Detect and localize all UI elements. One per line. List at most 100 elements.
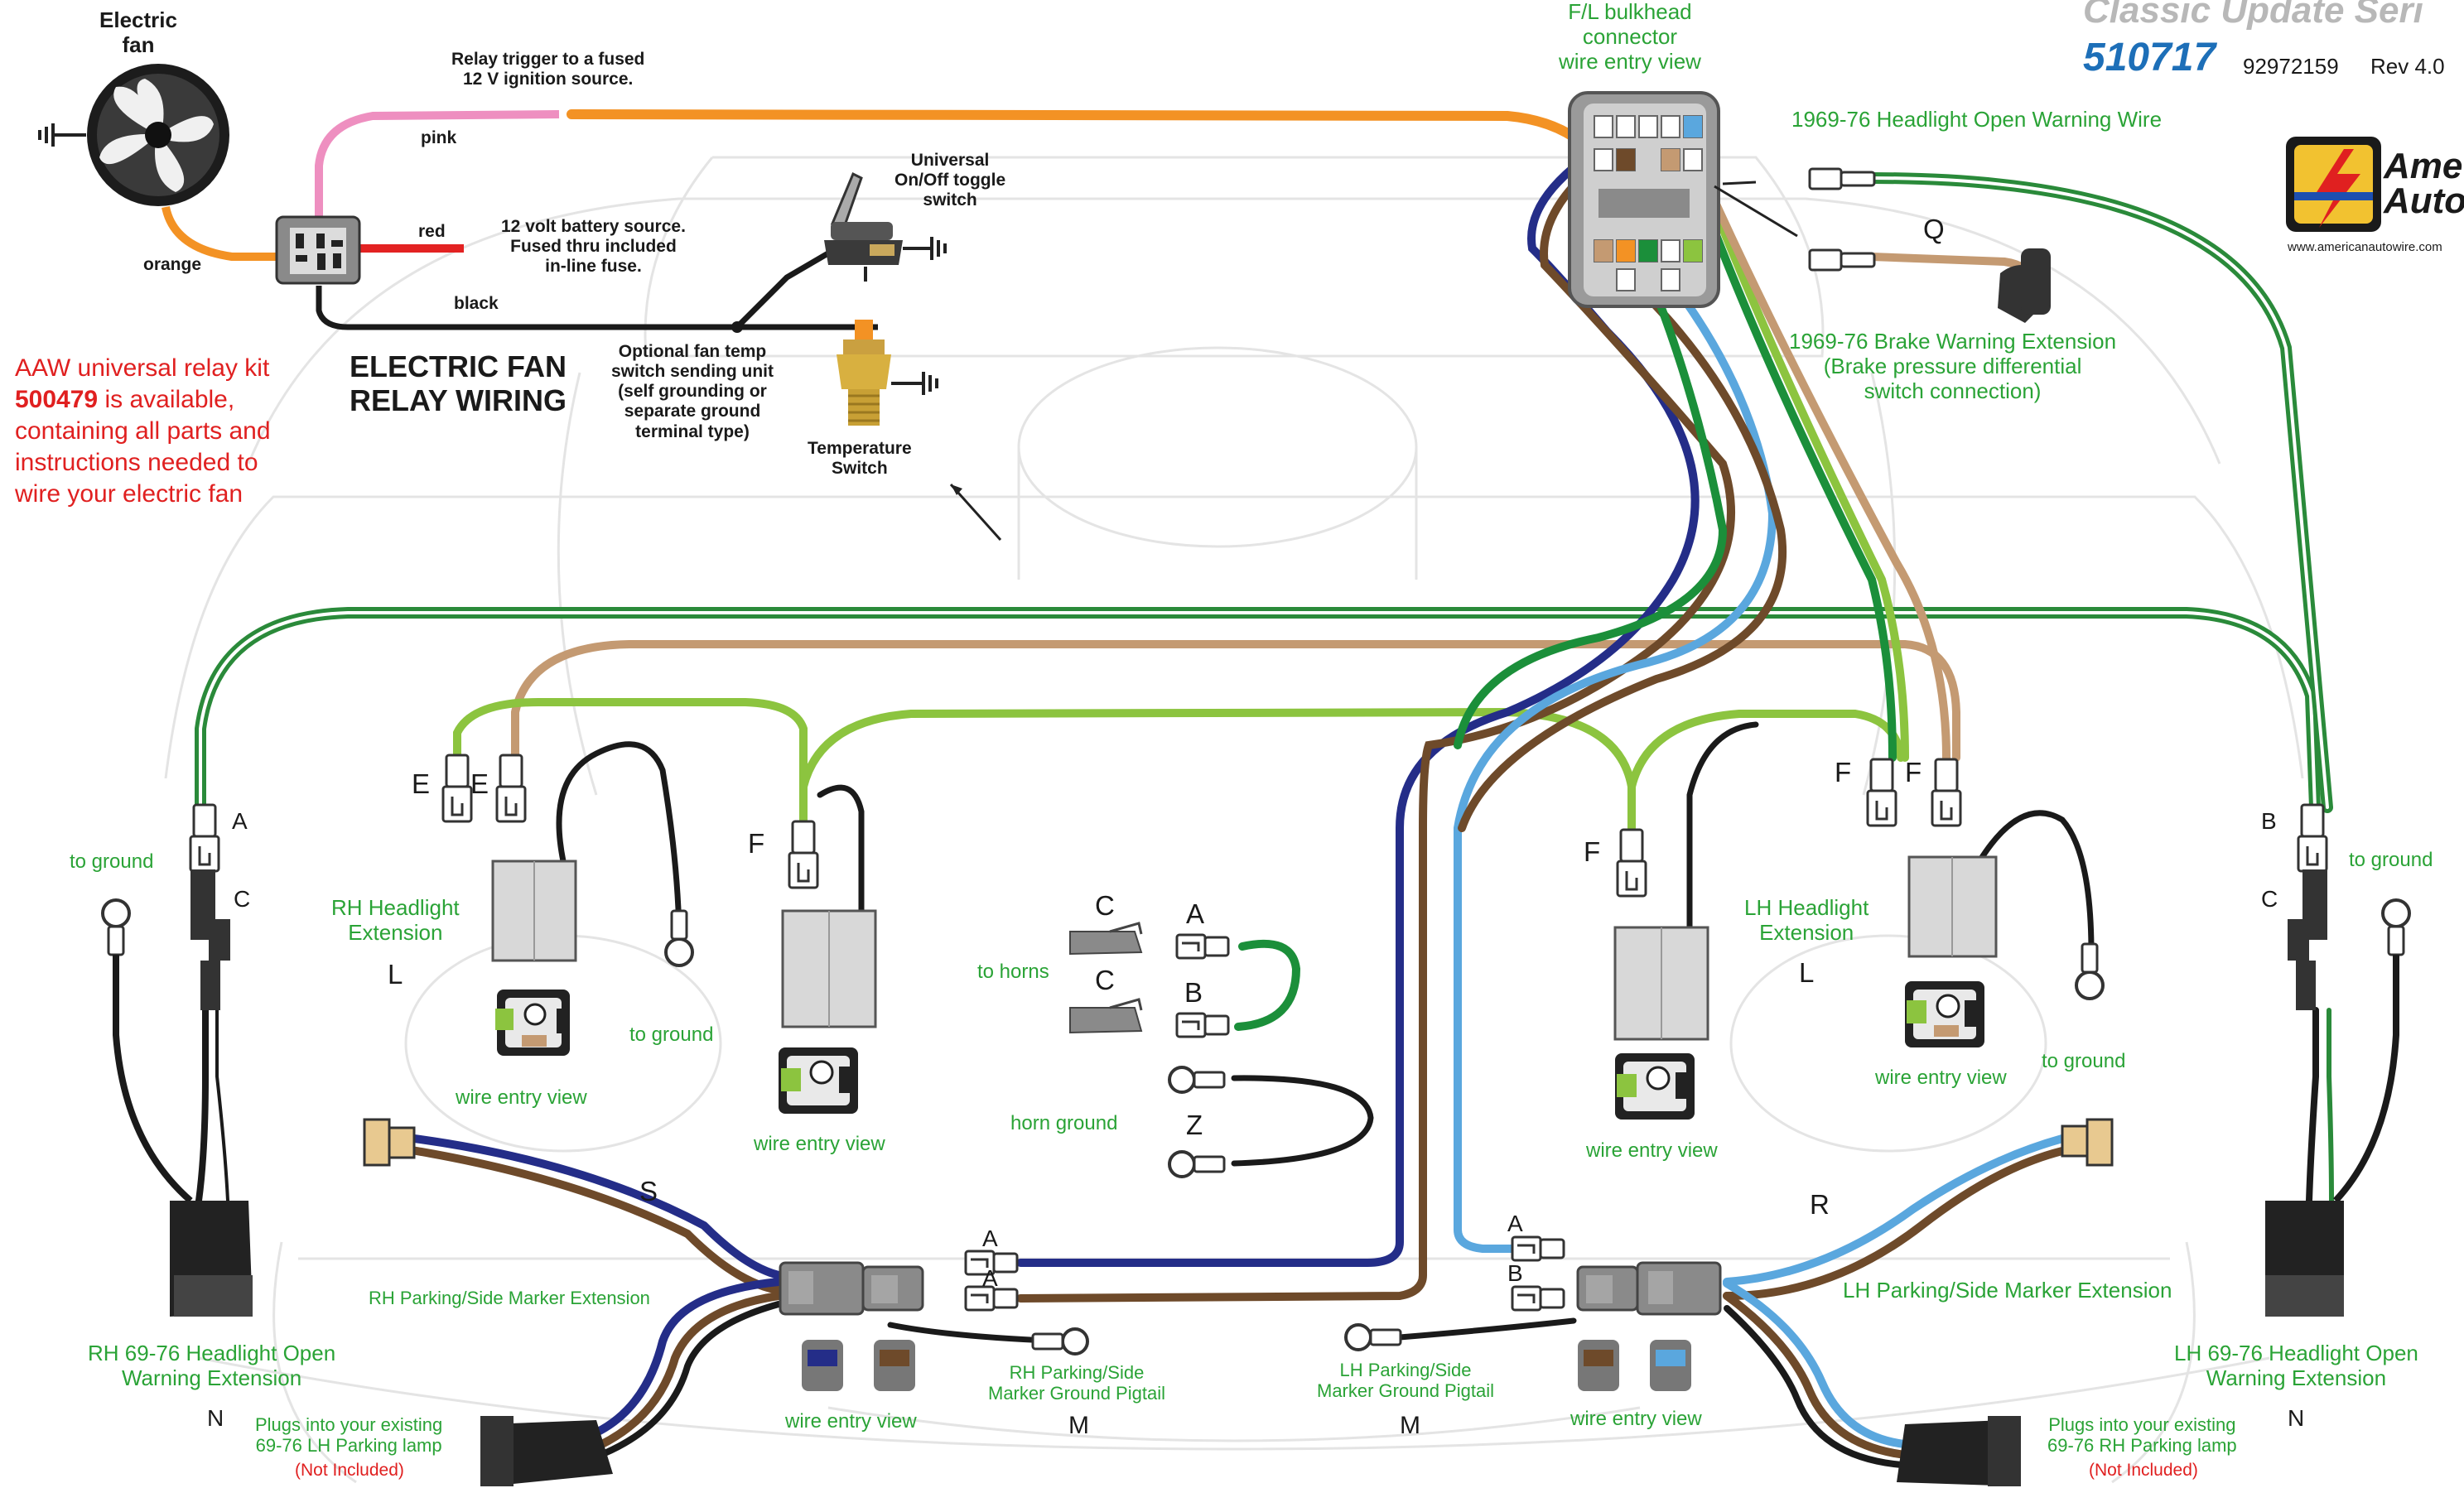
lh-headlight-connector-icon — [1905, 855, 1998, 1047]
f-terminal-left-icon — [788, 820, 819, 889]
lh-pigtail-ring-icon — [1344, 1323, 1402, 1351]
rh-parking-plug-icon — [480, 1416, 613, 1486]
battery-source-label: 12 volt battery source. Fused thru inclu… — [501, 217, 686, 277]
rh-open-warning-extension-label: RH 69-76 Headlight Open Warning Extensio… — [88, 1341, 336, 1390]
to-ground-right-label: to ground — [2349, 849, 2433, 871]
rh-parking-connector-icon — [779, 1261, 924, 1316]
c-terminal-right-icon — [2288, 869, 2327, 1010]
rh-parking-lamp-socket-icon — [363, 1118, 416, 1167]
letter-e-2: E — [470, 768, 489, 799]
doc-number: 92972159 — [2243, 54, 2339, 79]
ground-ring-right-icon — [2381, 898, 2411, 956]
letter-b-right: B — [1507, 1260, 1523, 1286]
lh-warning-connector-icon — [2265, 1201, 2344, 1317]
relay-trigger-label: Relay trigger to a fused 12 V ignition s… — [451, 50, 645, 89]
headlight-open-warning-wire-label: 1969-76 Headlight Open Warning Wire — [1791, 107, 2163, 132]
toggle-switch-icon — [824, 171, 903, 265]
relay-wiring — [38, 64, 1002, 542]
letter-e-1: E — [412, 768, 431, 799]
bulkhead-label: F/L bulkhead connector wire entry view — [1559, 0, 1701, 74]
bulkhead-connector-icon — [1568, 91, 1798, 308]
f-connector-left-icon — [779, 909, 877, 1114]
ground-ring-lh-icon — [2075, 942, 2105, 1000]
website: www.americanautowire.com — [2288, 240, 2442, 254]
lh-parking-connector-icon — [1576, 1261, 1722, 1316]
part-number: 510717 — [2083, 36, 2216, 79]
letter-z: Z — [1186, 1110, 1203, 1140]
kit-note-line-3: containing all parts and — [15, 417, 271, 445]
kit-note-line-5: wire your electric fan — [15, 480, 244, 508]
e-terminal-2-icon — [495, 754, 527, 823]
letter-b-right-side: B — [2261, 808, 2277, 834]
not-included-right-label: (Not Included) — [2089, 1461, 2198, 1480]
kit-note-line-1: AAW universal relay kit — [15, 354, 270, 382]
wire-entry-view-rh-label: wire entry view — [456, 1086, 587, 1109]
relay-icon — [275, 215, 361, 285]
letter-q: Q — [1923, 214, 1945, 244]
brand-line-2: Auto — [2384, 181, 2464, 221]
relay-wiring-title: ELECTRIC FAN RELAY WIRING — [350, 349, 567, 418]
rh-parking-extension-label: RH Parking/Side Marker Extension — [369, 1288, 650, 1308]
letter-a-horn: A — [1186, 898, 1205, 929]
wire-entry-view-lh-label: wire entry view — [1875, 1067, 2007, 1089]
q-terminal-icon — [1808, 248, 1876, 272]
letter-a-left: A — [232, 808, 248, 834]
letter-m-right: M — [1400, 1412, 1420, 1439]
letter-a-center-1: A — [982, 1226, 998, 1251]
f-terminal-right-icon — [1616, 828, 1647, 898]
letter-c-horn-1: C — [1095, 890, 1115, 921]
b-terminal-right-side-icon — [2297, 803, 2328, 873]
to-ground-lh-label: to ground — [2042, 1050, 2126, 1072]
letter-a-right: A — [1507, 1211, 1523, 1236]
rh-headlight-connector-icon — [491, 860, 577, 1056]
lh-parking-entry-icons — [1578, 1340, 1691, 1391]
lh-open-warning-extension-label: LH 69-76 Headlight Open Warning Extensio… — [2174, 1341, 2418, 1390]
ground-ring-left-icon — [101, 898, 131, 956]
horn-a-terminal-icon — [1175, 933, 1230, 960]
kit-note-rest: is available, — [98, 386, 235, 414]
letter-n-left: N — [207, 1405, 224, 1431]
wire-entry-view-f-right-label: wire entry view — [1586, 1139, 1718, 1162]
letter-c-horn-2: C — [1095, 965, 1115, 995]
horn-c-terminal-1-icon — [1069, 922, 1143, 956]
letter-c-left: C — [234, 886, 251, 912]
kit-note-line-2: 500479 is available, — [15, 384, 271, 416]
ground-ring-rh-icon — [664, 909, 694, 967]
horn-c-terminal-2-icon — [1069, 998, 1143, 1034]
horn-ground-label: horn ground — [1010, 1112, 1118, 1134]
to-ground-left-label: to ground — [70, 850, 154, 873]
harness-wires — [195, 109, 2334, 1469]
lh-parking-lamp-socket-icon — [2061, 1118, 2114, 1167]
kit-note: AAW universal relay kit 500479 is availa… — [15, 353, 271, 510]
to-ground-rh-label: to ground — [629, 1023, 714, 1046]
electric-fan-label: Electric fan — [99, 7, 177, 57]
wire-entry-view-lh-parking-label: wire entry view — [1570, 1408, 1702, 1430]
f-connector-right-icon — [1613, 926, 1709, 1120]
letter-c-right-side: C — [2261, 886, 2278, 912]
f-terminal-right-2-icon — [1931, 758, 1962, 827]
fan-temp-switch-label: Optional fan temp switch sending unit (s… — [611, 342, 774, 441]
lh-parking-extension-label: LH Parking/Side Marker Extension — [1843, 1278, 2172, 1303]
pink-wire-label: pink — [421, 128, 457, 147]
black-wire-label: black — [454, 294, 499, 313]
letter-f-right: F — [1584, 836, 1601, 867]
rh-parking-pigtail-label: RH Parking/Side Marker Ground Pigtail — [988, 1362, 1165, 1404]
letter-a-center-2: A — [982, 1265, 998, 1291]
rh-headlight-extension-label: RH Headlight Extension — [331, 895, 460, 945]
letter-r: R — [1810, 1189, 1830, 1220]
letter-b-horn: B — [1184, 977, 1203, 1008]
letter-l-left: L — [388, 959, 403, 990]
e-terminal-1-icon — [441, 754, 473, 823]
letter-m-left: M — [1068, 1412, 1089, 1439]
a-terminal-right-icon — [1511, 1235, 1565, 1262]
rh-parking-entry-icons — [802, 1340, 915, 1391]
rh-pigtail-ring-icon — [1031, 1327, 1089, 1356]
a-terminal-left-icon — [189, 803, 220, 873]
letter-s: S — [639, 1176, 658, 1206]
f-terminal-right-1-icon — [1866, 758, 1897, 827]
brake-warning-label: 1969-76 Brake Warning Extension (Brake p… — [1789, 329, 2117, 403]
kit-part-number: 500479 — [15, 386, 99, 414]
y-terminal-icon — [1808, 167, 1876, 190]
orange-wire-label: orange — [143, 255, 202, 274]
wire-entry-view-rh-parking-label: wire entry view — [785, 1410, 917, 1433]
